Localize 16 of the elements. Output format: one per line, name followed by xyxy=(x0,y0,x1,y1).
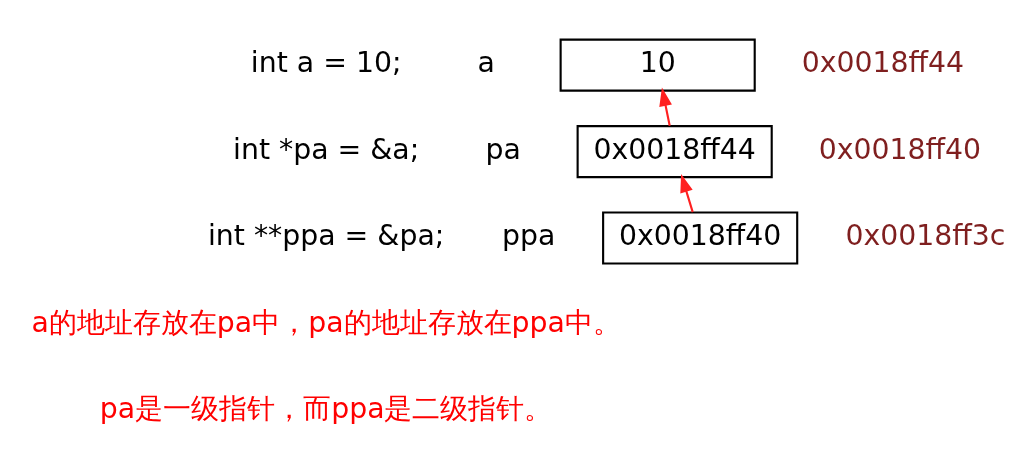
label: int **ppa = &pa; xyxy=(208,218,445,252)
node-label: ppa xyxy=(502,218,556,252)
arrow xyxy=(680,173,694,212)
node-box: 0x0018ff40 xyxy=(602,210,799,265)
arrow xyxy=(659,87,672,126)
label: pa是一级指针，而ppa是二级指针。 xyxy=(99,391,553,425)
node-label: pa xyxy=(485,132,521,166)
node-label: 0x0018ff40 xyxy=(818,132,982,166)
node-label: 0x0018ff44 xyxy=(801,45,965,79)
node-label: a xyxy=(477,45,495,79)
node-box: 10 xyxy=(559,38,756,92)
label: a的地址存放在pa中，pa的地址存放在ppa中。 xyxy=(31,305,621,338)
label: int *pa = &a; xyxy=(233,132,420,166)
node-label: 0x0018ff3c xyxy=(845,218,1006,252)
node-box: 0x0018ff44 xyxy=(576,124,773,178)
label: int a = 10; xyxy=(250,45,402,79)
